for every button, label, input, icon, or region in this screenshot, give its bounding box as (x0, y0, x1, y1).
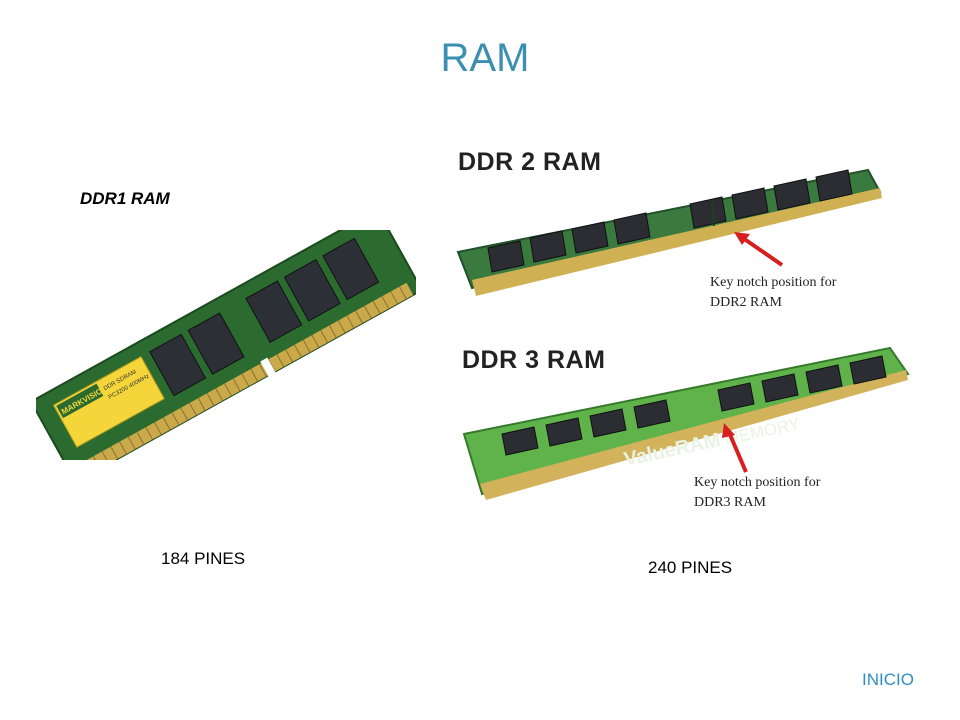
ddr3-note-line2: DDR3 RAM (694, 495, 766, 510)
ddr2-heading: DDR 2 RAM (458, 148, 602, 176)
ddr2-ram-module-icon (456, 168, 882, 296)
slide-title: RAM (440, 36, 530, 80)
ddr2-ram-image: DDR 2 RAM Key notch position for DDR2 RA… (450, 140, 920, 325)
ddr1-pin-count: 184 PINES (161, 549, 246, 568)
ddr2-note-line2: DDR2 RAM (710, 295, 782, 310)
ddr3-note-line1: Key notch position for (694, 475, 821, 490)
ddr3-ram-image: DDR 3 RAM ValueRAM MEMORY Key notch posi… (450, 330, 920, 515)
ddr3-heading: DDR 3 RAM (462, 346, 606, 374)
ddr3-ram-module-icon: ValueRAM MEMORY (462, 346, 910, 500)
ddr2-note: Key notch position for DDR2 RAM (710, 273, 836, 313)
ddr1-ram-image: MARKVISION DDR SDRAM PC3200 400MHz (29, 208, 424, 484)
ddr3-note: Key notch position for DDR3 RAM (694, 473, 820, 513)
ddr2-note-line1: Key notch position for (710, 275, 837, 290)
ddr1-label: DDR1 RAM (80, 189, 170, 208)
ddr2-ddr3-pin-count: 240 PINES (648, 558, 733, 577)
inicio-link[interactable]: INICIO (862, 670, 914, 689)
ddr1-ram-module-icon: MARKVISION DDR SDRAM PC3200 400MHz (29, 208, 424, 484)
